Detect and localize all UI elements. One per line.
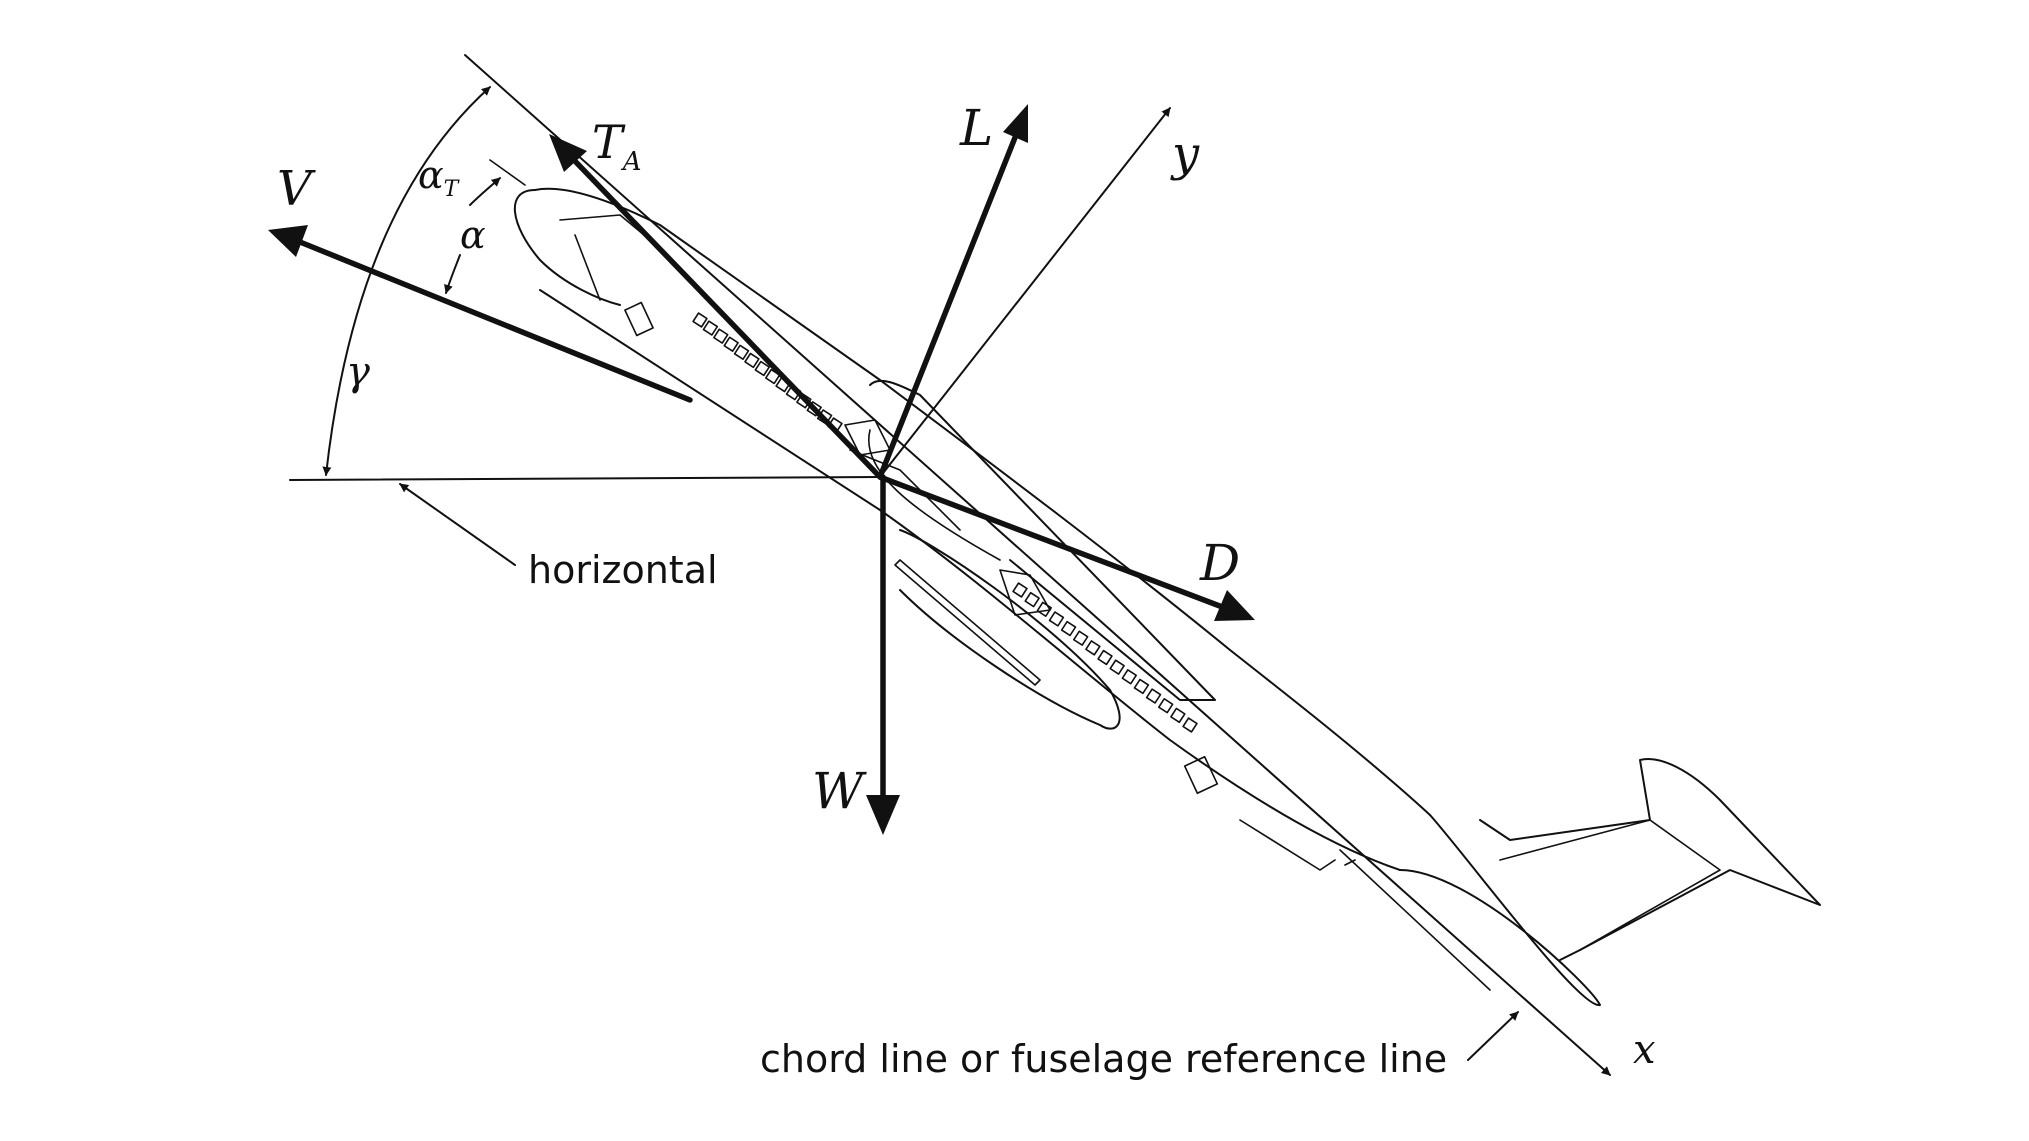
label-lift: L <box>959 99 993 157</box>
aircraft-outline <box>513 187 1821 1007</box>
gamma-arc <box>322 86 491 476</box>
label-chord-line: chord line or fuselage reference line <box>760 1037 1447 1081</box>
fuselage-window <box>692 312 708 328</box>
label-horizontal: horizontal <box>528 548 718 592</box>
fuselage-window <box>1024 591 1040 608</box>
fuselage-window <box>1170 707 1186 724</box>
fuselage-window <box>733 344 750 361</box>
label-alpha-t: αT <box>418 153 461 202</box>
forward-door <box>624 301 654 337</box>
aft-door <box>1239 819 1336 871</box>
fuselage-window <box>713 328 729 344</box>
fuselage-window <box>723 336 739 352</box>
label-gamma: γ <box>346 349 370 395</box>
drag-vector <box>877 474 1255 621</box>
fuselage-window <box>702 320 719 336</box>
belly-fairing <box>894 559 1041 686</box>
window-row-forward <box>692 312 843 433</box>
wing <box>869 379 1216 701</box>
fuselage-window <box>1109 659 1125 675</box>
tail-cone <box>1399 814 1601 1007</box>
label-y-axis: y <box>1170 126 1200 182</box>
tail-rear-line <box>1339 849 1491 991</box>
fuselage-window <box>1097 649 1113 666</box>
fuselage-window <box>1060 620 1077 637</box>
label-thrust-subscript: A <box>621 147 642 177</box>
engine-nacelle <box>899 529 1121 730</box>
fuselage-window <box>1012 582 1028 598</box>
fuselage-window <box>1157 697 1174 714</box>
fuselage-window <box>1036 601 1053 618</box>
fuselage-window <box>1072 630 1089 646</box>
label-alpha: α <box>460 213 486 257</box>
weight-vector <box>866 474 900 835</box>
label-velocity: V <box>277 161 316 217</box>
fuselage-window <box>1182 717 1198 733</box>
alpha-reference-tick <box>489 159 526 186</box>
label-drag: D <box>1199 534 1240 592</box>
fuselage-bottom <box>539 289 1401 871</box>
alpha-arc-top <box>469 177 501 206</box>
fuselage-window <box>1048 611 1065 627</box>
label-x-axis: x <box>1633 1027 1656 1073</box>
label-thrust: TA <box>592 115 641 177</box>
chord-pointer <box>1467 1011 1519 1061</box>
horizontal-reference-line <box>289 476 881 481</box>
fuselage-top <box>534 187 1431 816</box>
thrust-vector <box>549 134 883 480</box>
fuselage-window <box>744 352 760 369</box>
tail-fin <box>1479 758 1821 961</box>
y-axis-line <box>879 107 1171 478</box>
label-weight: W <box>812 762 867 820</box>
nacelle-pylon <box>849 429 1001 561</box>
lift-vector <box>877 104 1028 480</box>
alpha-arc-bottom <box>444 254 461 294</box>
window-row-aft <box>1012 582 1198 733</box>
fuselage-window <box>1133 678 1150 695</box>
fuselage-window <box>1121 669 1138 685</box>
tail-fin-inner <box>1499 819 1721 951</box>
fuselage-window <box>1145 688 1162 704</box>
nose <box>513 189 621 306</box>
fuselage-window <box>754 360 771 377</box>
chord-line <box>464 54 1611 1076</box>
fuselage-window <box>1085 640 1101 656</box>
rear-door <box>1183 755 1219 795</box>
label-alpha-t-subscript: T <box>444 177 461 202</box>
horizontal-pointer <box>399 483 516 566</box>
